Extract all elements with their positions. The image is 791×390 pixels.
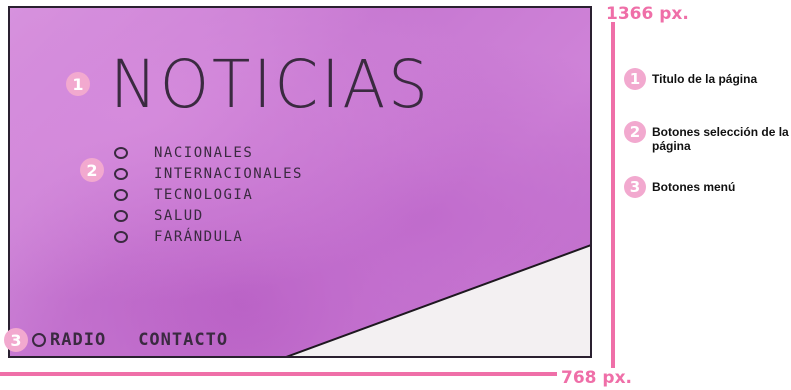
legend-item-1: 1 Titulo de la página xyxy=(624,68,791,90)
nav-item-tecnologia[interactable]: TECNOLOGIA xyxy=(114,184,303,205)
height-ruler xyxy=(611,22,615,368)
badge-menu: 3 xyxy=(4,328,28,352)
nav-item-farandula[interactable]: FARÁNDULA xyxy=(114,226,303,247)
radio-icon xyxy=(114,209,128,222)
height-dimension: 1366 px. xyxy=(606,4,689,24)
legend-badge: 3 xyxy=(624,176,646,198)
badge-nav: 2 xyxy=(80,158,104,182)
menu-radio-button[interactable]: RADIO xyxy=(50,330,107,350)
radio-icon xyxy=(114,230,128,243)
content-area-corner xyxy=(285,244,590,356)
legend-item-2: 2 Botones selección de la página xyxy=(624,121,791,153)
legend-item-3: 3 Botones menú xyxy=(624,176,791,198)
legend-badge: 2 xyxy=(624,121,646,143)
radio-icon xyxy=(114,167,128,180)
radio-icon xyxy=(32,333,46,347)
wireframe-sketch: 1 NOTICIAS 2 NACIONALES INTERNACIONALES … xyxy=(8,6,592,358)
legend-text: Botones menú xyxy=(652,180,736,194)
width-dimension: 768 px. xyxy=(557,368,636,388)
nav-item-nacionales[interactable]: NACIONALES xyxy=(114,142,303,163)
nav-item-label: TECNOLOGIA xyxy=(154,186,254,203)
radio-icon xyxy=(114,146,128,159)
section-nav: NACIONALES INTERNACIONALES TECNOLOGIA SA… xyxy=(114,142,303,247)
nav-item-label: FARÁNDULA xyxy=(154,228,244,245)
menu-contact-button[interactable]: CONTACTO xyxy=(138,330,229,350)
legend-text: Titulo de la página xyxy=(652,72,758,86)
nav-item-label: NACIONALES xyxy=(154,144,254,161)
legend-badge: 1 xyxy=(624,68,646,90)
badge-title: 1 xyxy=(66,72,90,96)
nav-item-internacionales[interactable]: INTERNACIONALES xyxy=(114,163,303,184)
width-ruler xyxy=(0,372,611,376)
page-title: NOTICIAS xyxy=(110,46,431,123)
nav-item-label: SALUD xyxy=(154,207,204,224)
legend-text: Botones selección de la página xyxy=(652,125,789,153)
nav-item-label: INTERNACIONALES xyxy=(154,165,303,182)
radio-icon xyxy=(114,188,128,201)
nav-item-salud[interactable]: SALUD xyxy=(114,205,303,226)
footer-menu: RADIO CONTACTO xyxy=(32,330,228,350)
